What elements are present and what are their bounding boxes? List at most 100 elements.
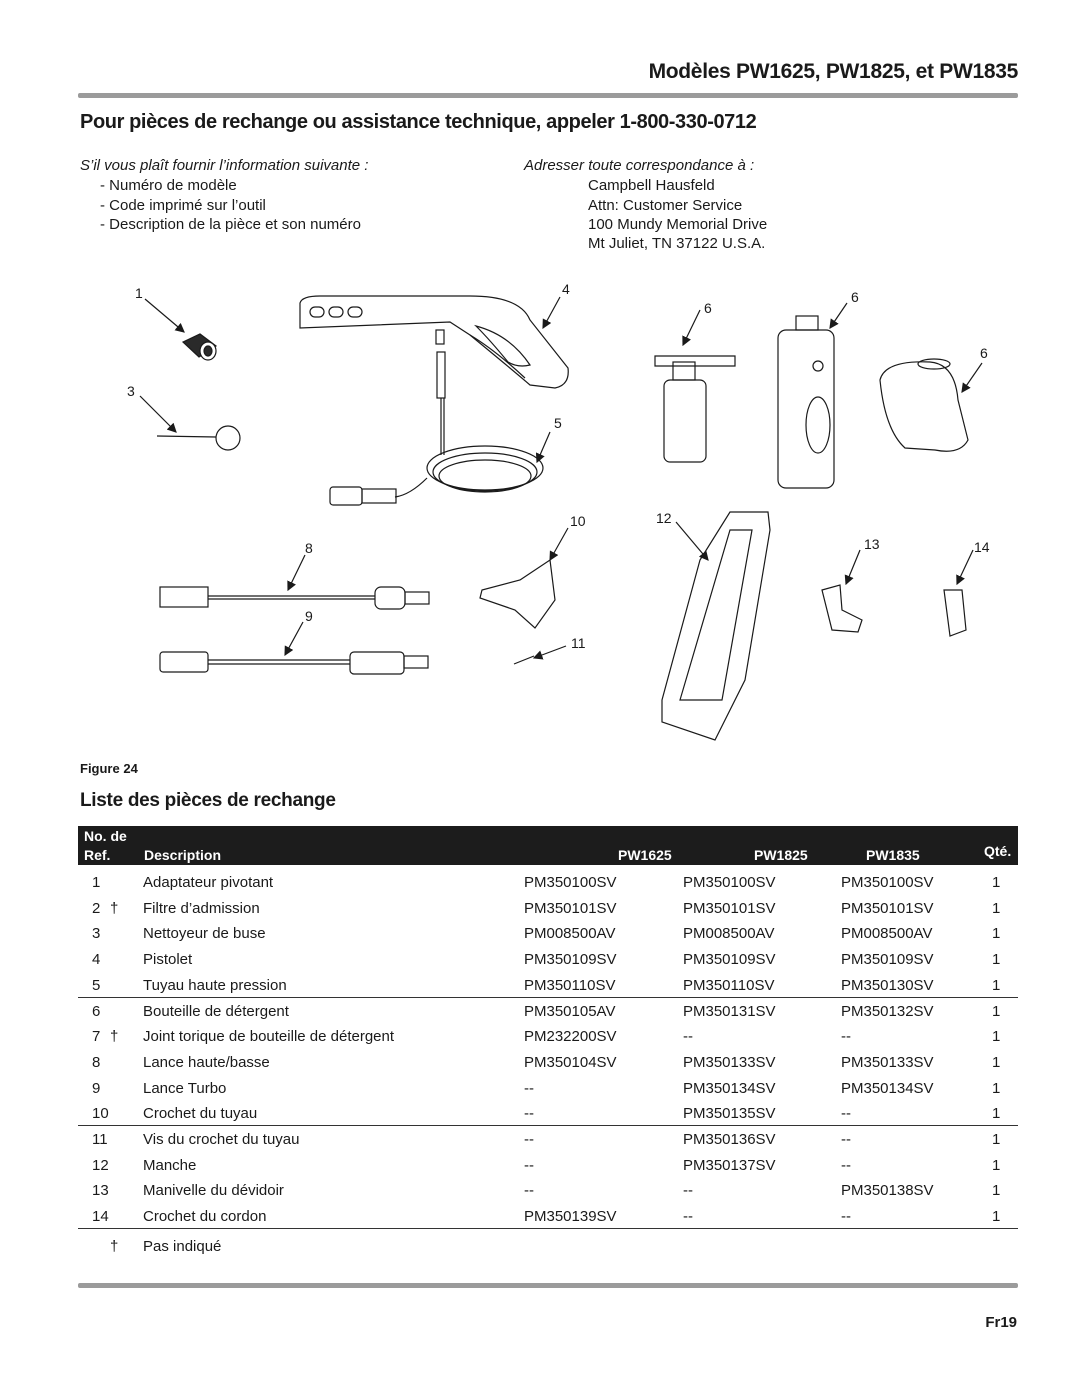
cell-ref: 1 [92, 874, 101, 891]
cell-pw1825: PM350135SV [683, 1105, 776, 1123]
cell-description: Manivelle du dévidoir [143, 1182, 284, 1200]
table-row: 6 Bouteille de détergent PM350105AV PM35013… [78, 999, 1018, 1025]
screw-drawing [513, 655, 535, 665]
cell-pw1835: PM350109SV [841, 951, 934, 969]
cell-ref: 4 [92, 951, 101, 969]
cell-pw1825: PM350134SV [683, 1079, 776, 1097]
header-pw1625: PW1625 [618, 847, 672, 863]
parts-list-title: Liste des pièces de rechange [80, 790, 336, 811]
info-left-heading: S’il vous plaît fournir l’information su… [80, 157, 369, 174]
info-left-item: - Description de la pièce et son numéro [100, 216, 361, 233]
page-header-models: Modèles PW1625, PW1825, et PW1835 [648, 60, 1019, 83]
hose-hook-drawing [479, 558, 556, 629]
detergent-bottle-tall-drawing [777, 315, 835, 489]
cell-qty: 1 [992, 1105, 1001, 1123]
cell-pw1835: -- [841, 1131, 851, 1148]
cell-pw1825: PM350101SV [683, 899, 776, 917]
cell-pw1825: PM350133SV [683, 1053, 776, 1071]
callout-number: 12 [656, 510, 672, 526]
cell-pw1825: -- [683, 1208, 693, 1226]
cell-pw1625: PM232200SV [524, 1028, 617, 1046]
callout-number: 6 [851, 289, 859, 305]
cell-pw1835: PM350130SV [841, 976, 934, 994]
footnote-row: † Pas indiqué [78, 1234, 1018, 1260]
hilo-wand-drawing [159, 586, 430, 610]
address-line: 100 Mundy Memorial Drive [588, 216, 768, 233]
cell-description: Adaptateur pivotant [143, 874, 274, 891]
address-line: Campbell Hausfeld [588, 177, 715, 194]
cell-qty: 1 [992, 1002, 1001, 1020]
cell-ref: 12 [92, 1156, 109, 1174]
contact-heading: Pour pièces de rechange ou assistance te… [80, 111, 757, 133]
callout-number: 14 [974, 539, 990, 555]
cell-pw1835: -- [841, 1105, 851, 1123]
cell-qty: 1 [992, 976, 1001, 994]
footnote-symbol: † [110, 1238, 119, 1255]
cell-ref: 5 [92, 976, 101, 994]
callout-number: 10 [570, 513, 586, 529]
cell-pw1835: -- [841, 1156, 851, 1174]
detergent-bottle-side-drawing [879, 358, 969, 452]
cell-pw1825: PM350110SV [683, 976, 775, 994]
cell-pw1625: PM350105AV [524, 1002, 616, 1020]
page-number: Fr19 [985, 1314, 1017, 1331]
nozzle-cleaner-drawing [156, 425, 241, 451]
parts-illustration [139, 295, 983, 741]
cell-ref: 13 [92, 1182, 109, 1200]
cell-pw1835: -- [841, 1028, 851, 1046]
turbo-wand-drawing [159, 651, 429, 675]
header-pw1835: PW1835 [866, 847, 920, 863]
cell-pw1835: -- [841, 1208, 851, 1226]
cell-pw1625: -- [524, 1182, 534, 1200]
row-group-separator [78, 996, 1018, 998]
callout-number: 3 [127, 383, 135, 399]
cell-pw1825: -- [683, 1028, 693, 1046]
callout-number: 6 [980, 345, 988, 361]
callout-number: 11 [571, 635, 586, 651]
callout-number: 5 [554, 415, 562, 431]
info-left-item: - Numéro de modèle [100, 177, 237, 194]
cell-description: Bouteille de détergent [143, 1002, 289, 1020]
cell-ref: 3 [92, 925, 101, 943]
cell-qty: 1 [992, 1079, 1001, 1097]
cell-pw1835: PM008500AV [841, 925, 933, 943]
cell-qty: 1 [992, 1131, 1001, 1148]
callout-number: 6 [704, 300, 712, 316]
swivel-adapter-drawing [181, 333, 218, 361]
cell-ref: 2 [92, 899, 101, 917]
header-qty: Qté. [984, 843, 1012, 859]
info-left-item: - Code imprimé sur l’outil [100, 197, 266, 214]
detergent-bottle-small-drawing [654, 355, 736, 463]
cell-description: Tuyau haute pression [143, 976, 287, 994]
header-description: Description [144, 847, 222, 863]
cell-pw1835: PM350133SV [841, 1053, 934, 1071]
cell-ref: 9 [92, 1079, 101, 1097]
cell-qty: 1 [992, 1156, 1001, 1174]
cell-qty: 1 [992, 925, 1001, 943]
cell-description: Joint torique de bouteille de détergent [143, 1028, 395, 1046]
cell-pw1835: PM350132SV [841, 1002, 934, 1020]
cell-qty: 1 [992, 874, 1001, 891]
cell-ref: 11 [92, 1131, 108, 1148]
cell-ref: 8 [92, 1053, 101, 1071]
header-ref-line2: Ref. [84, 847, 111, 863]
cell-qty: 1 [992, 1053, 1001, 1071]
cell-ref: 6 [92, 1002, 101, 1020]
cell-qty: 1 [992, 1208, 1001, 1226]
callout-number: 13 [864, 536, 880, 552]
cell-pw1625: -- [524, 1131, 534, 1148]
cell-dagger: † [110, 899, 119, 917]
address-line: Attn: Customer Service [588, 197, 743, 214]
callout-number: 1 [135, 285, 143, 301]
cell-description: Nettoyeur de buse [143, 925, 266, 943]
cell-pw1625: PM350104SV [524, 1053, 617, 1071]
